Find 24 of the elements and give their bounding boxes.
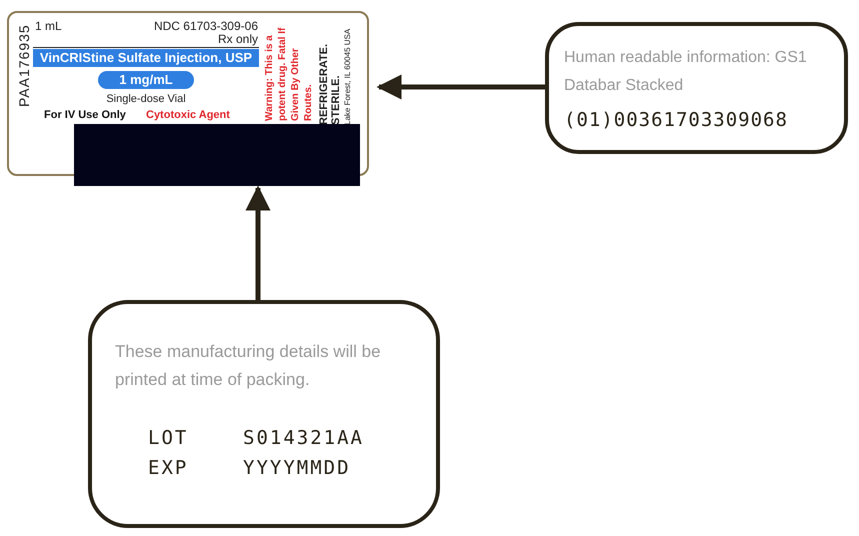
lot-field-text: S014321AA <box>243 426 364 451</box>
label-text: For IV Use Only <box>44 109 127 122</box>
lot-field-text: EXP <box>148 456 188 481</box>
lot-field-text: LOT <box>148 426 188 451</box>
arrow <box>376 74 545 100</box>
strength-pill: 1 mg/mL <box>98 71 194 89</box>
arrow <box>246 186 270 300</box>
drug-name-banner: VinCRIStine Sulfate Injection, USP <box>33 49 259 67</box>
vertical-label-text: Warning: This is a potent drug. Fatal If Given By Other Routes. <box>263 26 315 121</box>
vertical-label-text: STERILE. <box>331 74 342 125</box>
vertical-label-text: REFRIGERATE. <box>319 42 330 125</box>
redaction-block <box>74 124 360 186</box>
callout-text: These manufacturing details will be printed at time of packing. <box>115 341 382 391</box>
lot-field-text: YYYYMMDD <box>243 456 351 481</box>
label-text: Cytotoxic Agent <box>146 109 231 122</box>
vertical-label-text: PAA176935 <box>15 23 33 107</box>
callout-box <box>88 300 440 528</box>
callout-text: Human readable information: GS1 Databar Stacked <box>564 48 808 96</box>
label-text: NDC 61703-309-06 <box>152 20 258 33</box>
label-text: Rx only <box>216 33 258 46</box>
barcode-number: (01)00361703309068 <box>564 108 788 133</box>
callout-box <box>545 22 848 154</box>
label-text: Single-dose Vial <box>105 93 187 106</box>
label-text: 1 mL <box>35 20 63 33</box>
